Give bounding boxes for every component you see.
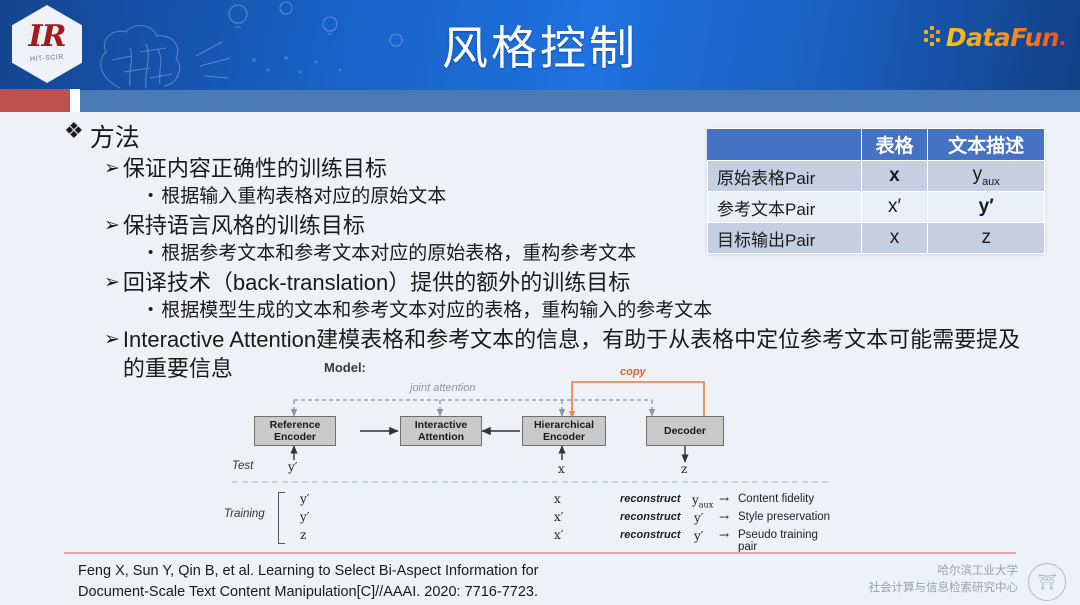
- citation-line-1: Feng X, Sun Y, Qin B, et al. Learning to…: [78, 563, 539, 579]
- bullet-list: ➢ 保证内容正确性的训练目标 • 根据输入重构表格对应的原始文本 ➢ 保持语言风…: [104, 154, 1020, 384]
- arrow-glyph: →: [719, 510, 730, 524]
- table-row: 参考文本Pair x′ y′: [707, 191, 1045, 223]
- training-tbl: x′: [554, 510, 564, 524]
- section-heading: ❖ 方法: [64, 118, 140, 154]
- training-ref: y′: [300, 510, 310, 524]
- row-table-value: x: [860, 222, 929, 254]
- training-result: Style preservation: [738, 511, 831, 523]
- citation-line-2: Document-Scale Text Content Manipulation…: [78, 584, 538, 601]
- arrow-bullet-icon: ➢: [104, 158, 120, 179]
- university-name: 哈尔滨工业大学: [937, 563, 1019, 577]
- hit-logo-mark: IR: [28, 19, 67, 54]
- reconstruct-verb: reconstruct: [620, 511, 681, 523]
- datafun-dots-icon: [923, 26, 944, 48]
- row-label: 原始表格Pair: [707, 160, 862, 192]
- row-label: 参考文本Pair: [707, 191, 862, 223]
- bullet-text: 根据输入重构表格对应的原始文本: [161, 186, 447, 208]
- row-text-value: z: [927, 222, 1045, 254]
- table-header-row: 表格 文本描述: [707, 128, 1045, 161]
- bullet-text: 回译技术（back-translation）提供的额外的训练目标: [122, 269, 631, 295]
- reconstruct-target: y′: [694, 511, 704, 525]
- bullet-text: 根据参考文本和参考文本对应的原始表格，重构参考文本: [161, 243, 637, 265]
- accent-band-blue: [0, 90, 1080, 112]
- row-text-value: y′: [927, 191, 1045, 223]
- arrow-glyph: →: [719, 528, 730, 542]
- reconstruct-target: y′: [694, 529, 704, 543]
- training-tbl: x: [554, 492, 561, 506]
- training-tbl: x′: [554, 528, 564, 542]
- bullet-text: 保证内容正确性的训练目标: [122, 156, 387, 181]
- bullet-item: ➢ Interactive Attention建模表格和参考文本的信息，有助于从…: [104, 325, 1039, 384]
- table-row: 原始表格Pair x yaux: [707, 160, 1045, 192]
- box-decoder: Decoder: [646, 416, 724, 446]
- row-table-value: x: [860, 160, 929, 192]
- datafun-logo: DataFun .: [923, 20, 1066, 54]
- test-input-reference: y′: [288, 460, 298, 474]
- citation: Feng X, Sun Y, Qin B, et al. Learning to…: [78, 561, 678, 603]
- arrow-bullet-icon: ➢: [104, 271, 120, 293]
- bullet-text: 保持语言风格的训练目标: [122, 212, 365, 238]
- table-row: 目标输出Pair x z: [707, 222, 1045, 254]
- row-label: 目标输出Pair: [707, 222, 862, 254]
- datafun-dot: .: [1059, 22, 1066, 51]
- dot-bullet-icon: •: [148, 301, 154, 319]
- row-table-value: x′: [860, 191, 929, 223]
- arrow-bullet-icon: ➢: [104, 214, 120, 236]
- bullet-item: • 根据输入重构表格对应的原始文本: [148, 184, 744, 210]
- slide-header: IR HIT-SCIR 风格控制 DataFun .: [0, 0, 1080, 90]
- reconstruct-verb: reconstruct: [620, 529, 681, 541]
- test-label: Test: [232, 460, 254, 472]
- joint-attention-label: joint attention: [410, 382, 476, 394]
- training-result: Content fidelity: [738, 493, 815, 505]
- section-heading-label: 方法: [89, 124, 140, 152]
- footer-divider: [64, 552, 1016, 554]
- bullet-item: • 根据模型生成的文本和参考文本对应的表格，重构输入的参考文本: [148, 298, 744, 324]
- model-diagram: Model:: [224, 360, 832, 553]
- arrow-glyph: →: [719, 492, 730, 506]
- bullet-item: • 根据参考文本和参考文本对应的原始表格，重构参考文本: [148, 241, 744, 267]
- bullet-item: ➢ 回译技术（back-translation）提供的额外的训练目标: [104, 268, 744, 297]
- slide-body: ❖ 方法 ➢ 保证内容正确性的训练目标 • 根据输入重构表格对应的原始文本 ➢ …: [0, 112, 1080, 553]
- university-emblem-icon: ⛩: [1028, 563, 1066, 601]
- bullet-text: Interactive Attention建模表格和参考文本的信息，有助于从表格…: [122, 326, 1021, 381]
- test-output: z: [681, 462, 688, 476]
- accent-band-red: [0, 89, 70, 112]
- university-credit: 哈尔滨工业大学 社会计算与信息检索研究中心: [869, 562, 1019, 597]
- datafun-wordmark: DataFun: [945, 22, 1060, 52]
- table-header-text: 文本描述: [927, 128, 1045, 161]
- accent-band-notch: [70, 89, 80, 112]
- hit-scir-logo: IR HIT-SCIR: [8, 3, 86, 87]
- reconstruct-target: yaux: [692, 493, 714, 510]
- table-header-table: 表格: [860, 128, 929, 161]
- training-label: Training: [224, 508, 265, 520]
- diagram-connectors: [232, 381, 832, 483]
- notation-table: 表格 文本描述 原始表格Pair x yaux 参考文本Pair x′ y′ 目…: [707, 128, 1045, 254]
- diamond-bullet-icon: ❖: [64, 118, 84, 143]
- diagram-title: Model:: [324, 360, 366, 375]
- page-title: 风格控制: [442, 21, 638, 75]
- training-brace: [278, 492, 285, 544]
- test-input-table: x: [558, 462, 565, 476]
- brain-decoration-icon: [100, 1, 403, 89]
- table-header-blank: [707, 128, 862, 161]
- reconstruct-verb: reconstruct: [620, 493, 681, 505]
- bullet-item: ➢ 保证内容正确性的训练目标: [104, 154, 744, 183]
- dot-bullet-icon: •: [148, 187, 154, 205]
- dot-bullet-icon: •: [148, 244, 154, 262]
- arrow-bullet-icon: ➢: [104, 328, 120, 350]
- bullet-text: 根据模型生成的文本和参考文本对应的表格，重构输入的参考文本: [161, 300, 713, 322]
- university-lab: 社会计算与信息检索研究中心: [868, 580, 1019, 595]
- training-ref: z: [300, 528, 307, 542]
- copy-label: copy: [620, 366, 646, 378]
- training-ref: y′: [300, 492, 310, 506]
- row-text-value: yaux: [927, 160, 1045, 192]
- training-result: Pseudo training pair: [738, 529, 818, 553]
- bullet-item: ➢ 保持语言风格的训练目标: [104, 211, 744, 240]
